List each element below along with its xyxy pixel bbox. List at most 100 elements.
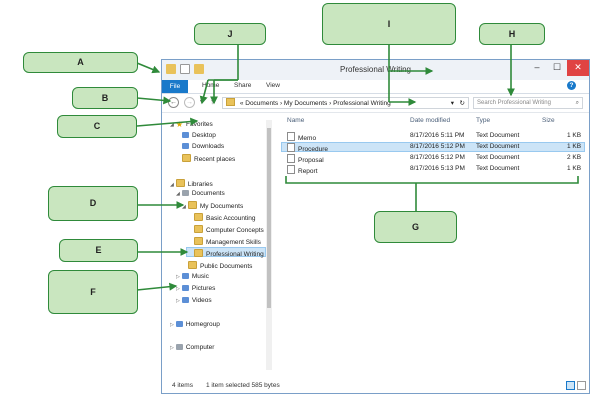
recent-locations-icon[interactable]: ▾ — [200, 99, 204, 105]
address-prefix[interactable]: « — [239, 100, 244, 107]
nav-libraries[interactable]: ◢Libraries — [170, 179, 213, 188]
file-type: Text Document — [476, 154, 520, 161]
nav-computer[interactable]: ▷Computer — [170, 344, 215, 351]
title-bar[interactable]: Professional Writing – ☐ ✕ — [162, 60, 589, 81]
computer-icon — [175, 344, 183, 350]
callout-b: B — [72, 87, 138, 109]
tab-file[interactable]: File — [162, 80, 188, 93]
search-input[interactable]: Search Professional Writing ⌕ — [473, 97, 583, 109]
up-arrow-icon[interactable]: ↑ — [210, 97, 214, 106]
folder-icon — [194, 237, 203, 245]
column-type[interactable]: Type — [476, 117, 491, 124]
expand-arrow-icon[interactable]: ◢ — [170, 182, 174, 188]
nav-desktop[interactable]: Desktop — [182, 132, 216, 139]
scrollbar-thumb[interactable] — [267, 128, 271, 308]
file-name: Report — [298, 168, 318, 175]
nav-pictures[interactable]: ▷Pictures — [176, 285, 216, 292]
nav-music[interactable]: ▷Music — [176, 273, 209, 280]
callout-d: D — [48, 186, 138, 221]
nav-homegroup[interactable]: ▷Homegroup — [170, 321, 220, 328]
text-document-icon — [287, 132, 295, 141]
file-date: 8/17/2016 5:11 PM — [410, 132, 465, 139]
table-row[interactable]: Memo 8/17/2016 5:11 PM Text Document 1 K… — [281, 131, 585, 142]
file-date: 8/17/2016 5:13 PM — [410, 165, 465, 172]
table-row[interactable]: Proposal 8/17/2016 5:12 PM Text Document… — [281, 153, 585, 164]
documents-icon — [181, 190, 189, 196]
music-icon — [181, 273, 189, 279]
status-bar: 4 items 1 item selected 585 bytes — [162, 379, 589, 393]
tab-share[interactable]: Share — [234, 82, 252, 89]
nav-favorites[interactable]: ◢★Favorites — [170, 120, 213, 129]
details-view-icon[interactable] — [566, 381, 575, 390]
tab-view[interactable]: View — [266, 82, 280, 89]
ribbon: Home Share View ? — [162, 80, 589, 94]
breadcrumb-my-documents[interactable]: My Documents — [283, 100, 328, 107]
downloads-icon — [182, 143, 189, 149]
nav-videos[interactable]: ▷Videos — [176, 297, 212, 304]
folder-icon — [187, 201, 197, 209]
chevron-down-icon[interactable]: ▾ — [450, 100, 454, 107]
libraries-icon — [175, 179, 185, 187]
column-name[interactable]: Name — [287, 117, 305, 124]
expand-arrow-icon[interactable]: ▷ — [176, 274, 180, 280]
maximize-button[interactable]: ☐ — [552, 62, 562, 72]
expand-arrow-icon[interactable]: ◢ — [182, 204, 186, 210]
nav-professional-writing[interactable]: Professional Writing — [194, 249, 264, 258]
expand-arrow-icon[interactable]: ▷ — [176, 286, 180, 292]
videos-icon — [181, 297, 189, 303]
folder-icon — [166, 64, 176, 74]
folder-icon — [194, 213, 203, 221]
nav-basic-accounting[interactable]: Basic Accounting — [194, 213, 256, 222]
file-name: Procedure — [298, 146, 328, 153]
expand-arrow-icon[interactable]: ◢ — [176, 191, 180, 197]
callout-g: G — [374, 211, 457, 243]
back-button[interactable]: ← — [168, 97, 179, 108]
table-row-selected[interactable]: Procedure 8/17/2016 5:12 PM Text Documen… — [281, 142, 585, 153]
folder-icon — [194, 249, 203, 257]
nav-computer-concepts[interactable]: Computer Concepts — [194, 225, 264, 234]
breadcrumb-documents[interactable]: Documents — [245, 100, 279, 107]
nav-documents[interactable]: ◢Documents — [176, 190, 225, 197]
expand-arrow-icon[interactable]: ◢ — [170, 122, 174, 128]
column-date-modified[interactable]: Date modified — [410, 117, 451, 124]
nav-recent-places[interactable]: Recent places — [182, 154, 235, 163]
nav-downloads[interactable]: Downloads — [182, 143, 224, 150]
file-size: 1 KB — [567, 165, 582, 172]
nav-management-skills[interactable]: Management Skills — [194, 237, 261, 246]
navigation-pane: ◢★Favorites Desktop Downloads Recent pla… — [162, 113, 270, 373]
properties-icon[interactable] — [180, 64, 190, 74]
text-document-icon — [287, 154, 295, 163]
callout-h: H — [479, 23, 545, 45]
file-type: Text Document — [476, 165, 520, 172]
nav-public-documents[interactable]: Public Documents — [188, 261, 252, 270]
callout-a: A — [23, 52, 138, 73]
close-button[interactable]: ✕ — [567, 60, 589, 76]
large-icons-view-icon[interactable] — [577, 381, 586, 390]
navigation-bar: ← → ▾ ↑ « Documents › My Documents › Pro… — [162, 94, 589, 113]
minimize-button[interactable]: – — [534, 62, 540, 72]
address-bar[interactable]: « Documents › My Documents › Professiona… — [222, 97, 469, 109]
callout-e: E — [59, 239, 138, 262]
breadcrumb-professional-writing[interactable]: Professional Writing — [333, 100, 391, 107]
file-date: 8/17/2016 5:12 PM — [410, 143, 465, 150]
tab-home[interactable]: Home — [202, 82, 220, 89]
help-icon[interactable]: ? — [567, 81, 576, 90]
expand-arrow-icon[interactable]: ▷ — [170, 345, 174, 351]
forward-button[interactable]: → — [184, 97, 195, 108]
callout-i: I — [322, 3, 456, 45]
search-placeholder: Search Professional Writing — [477, 100, 551, 106]
expand-arrow-icon[interactable]: ▷ — [170, 322, 174, 328]
column-size[interactable]: Size — [542, 117, 555, 124]
file-size: 1 KB — [567, 143, 582, 150]
selection-info: 1 item selected 585 bytes — [206, 382, 280, 389]
file-type: Text Document — [476, 132, 520, 139]
nav-scrollbar[interactable] — [266, 120, 272, 370]
new-folder-icon[interactable] — [194, 64, 204, 74]
search-icon[interactable]: ⌕ — [575, 100, 579, 106]
table-row[interactable]: Report 8/17/2016 5:13 PM Text Document 1… — [281, 164, 585, 175]
file-name: Memo — [298, 135, 317, 142]
homegroup-icon — [175, 321, 183, 327]
refresh-icon[interactable]: ↻ — [459, 100, 465, 107]
nav-my-documents[interactable]: ◢My Documents — [182, 201, 244, 210]
expand-arrow-icon[interactable]: ▷ — [176, 298, 180, 304]
